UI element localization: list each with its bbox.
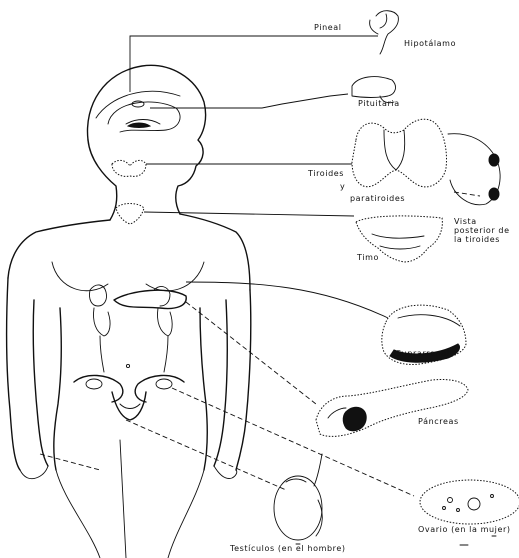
label-parathyroid: paratiroides xyxy=(350,195,405,203)
label-hypothalamus: Hipotálamo xyxy=(404,40,456,48)
testicle-inset xyxy=(274,454,322,540)
thyroid-inset xyxy=(352,119,500,205)
label-ovary: Ovario (en la mujer) xyxy=(418,526,511,534)
ovary-inset xyxy=(420,480,519,524)
label-pituitary: Pituitaria xyxy=(358,100,400,108)
label-thyroid: Tiroides xyxy=(308,170,344,178)
label-and: y xyxy=(340,183,345,191)
body-silhouette xyxy=(7,65,251,558)
reproductive-organs xyxy=(74,375,184,420)
hypothalamus-inset xyxy=(370,11,399,54)
pancreas-inset xyxy=(316,379,468,436)
thyroid-organ xyxy=(112,160,146,176)
label-posterior-view: Vista posterior de la tiroides xyxy=(454,217,516,245)
label-pancreas: Páncreas xyxy=(418,418,459,426)
label-adrenal: Suprarrenal xyxy=(396,350,449,358)
abdomen-organs xyxy=(89,285,186,372)
thymus-organ xyxy=(116,204,144,225)
brain-organs xyxy=(108,101,180,132)
label-thymus: Timo xyxy=(357,254,379,262)
label-testicles: Testículos (en el hombre) xyxy=(230,545,346,553)
label-pineal: Pineal xyxy=(314,24,342,32)
